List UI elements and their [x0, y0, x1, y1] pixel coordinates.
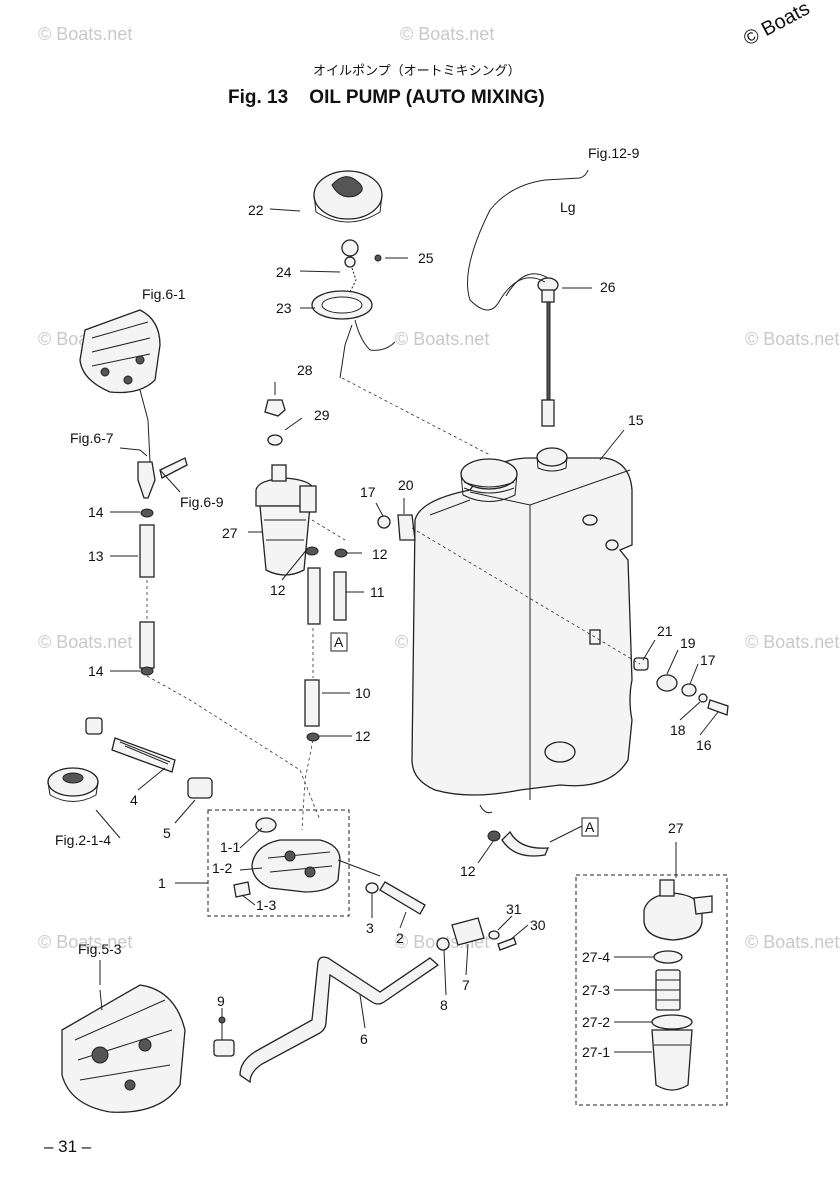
callout-11: 11	[370, 584, 385, 600]
part-9	[213, 1016, 235, 1057]
box-a-left: A	[330, 632, 348, 652]
ref-fig6-1: Fig.6-1	[142, 286, 186, 302]
callout-27-2: 27-2	[582, 1014, 610, 1030]
part-24	[341, 239, 359, 317]
callout-12: 12	[460, 863, 476, 879]
callout-15: 15	[628, 412, 644, 428]
page-title: Fig. 13 OIL PUMP (AUTO MIXING)	[228, 87, 545, 108]
ref-fig6-9: Fig.6-9	[180, 494, 224, 510]
watermark: © Boats.net	[745, 632, 839, 652]
callout-19: 19	[680, 635, 696, 651]
ref-fig6-7: Fig.6-7	[70, 430, 114, 446]
ref-lg: Lg	[560, 199, 576, 215]
callout-16: 16	[696, 737, 712, 753]
ref-fig2-1-4: Fig.2-1-4	[55, 832, 111, 848]
title-japanese: オイルポンプ（オートミキシング）	[313, 64, 521, 79]
callout-13: 13	[88, 548, 104, 564]
callout-22: 22	[248, 202, 264, 218]
callout-12: 12	[372, 546, 388, 562]
box-a-label: A	[585, 819, 595, 835]
ref-fig12-9: Fig.12-9	[588, 145, 640, 161]
callout-17: 17	[700, 652, 716, 668]
callout-8: 8	[440, 997, 448, 1013]
callout-30: 30	[530, 917, 546, 933]
ref-fig5-3: Fig.5-3	[78, 941, 122, 957]
callout-20: 20	[398, 477, 414, 493]
parts-28-29	[264, 399, 286, 446]
callout-21: 21	[657, 623, 673, 639]
callout-14: 14	[88, 504, 104, 520]
callout-12: 12	[270, 582, 286, 598]
watermark: © Boats.net	[38, 24, 132, 44]
part-27-filter	[255, 464, 317, 576]
part-23-gasket	[311, 290, 373, 320]
watermark-corner: © Boats	[740, 0, 813, 50]
callout-27-4: 27-4	[582, 949, 610, 965]
parts-21-to-16	[633, 657, 729, 716]
callout-7: 7	[462, 977, 470, 993]
hoses	[301, 546, 348, 831]
watermarks: © Boats.net © Boats.net © Boats.net © Bo…	[38, 0, 839, 952]
parts-4-5	[47, 717, 213, 802]
callout-29: 29	[314, 407, 330, 423]
box-a-label: A	[334, 634, 344, 650]
pump-assembly-box	[207, 809, 350, 917]
callout-1: 1	[158, 875, 166, 891]
callout-24: 24	[276, 264, 292, 280]
callout-27-3: 27-3	[582, 982, 610, 998]
box-a-right: A	[581, 817, 599, 837]
callout-27-1: 27-1	[582, 1044, 610, 1060]
oil-tank	[411, 447, 633, 814]
part-26-sensor	[467, 169, 589, 427]
filter-exploded-box	[575, 874, 728, 1106]
callout-2: 2	[396, 930, 404, 946]
callout-27: 27	[668, 820, 684, 836]
part-6-hose	[239, 956, 440, 1084]
watermark: © Boats.net	[400, 24, 494, 44]
callout-28: 28	[297, 362, 313, 378]
parts-17-20	[377, 514, 416, 541]
hose-13-14	[137, 457, 321, 821]
callout-25: 25	[418, 250, 434, 266]
watermark: © Boats.net	[745, 329, 839, 349]
callout-31: 31	[506, 901, 522, 917]
parts-2-3-7-8	[365, 881, 517, 951]
watermark: © Boats.net	[38, 632, 132, 652]
callout-23: 23	[276, 300, 292, 316]
engine-component-fig6-1	[79, 309, 161, 463]
callout-1-2: 1-2	[212, 860, 232, 876]
part-22-cap	[313, 170, 383, 223]
part-27-exploded	[643, 879, 713, 1091]
watermark: © Boats.net	[395, 329, 489, 349]
callout-6: 6	[360, 1031, 368, 1047]
callout-18: 18	[670, 722, 686, 738]
engine-component-fig5-3	[61, 984, 186, 1113]
watermark: © Boats.net	[745, 932, 839, 952]
page-number: – 31 –	[44, 1137, 92, 1156]
callout-27: 27	[222, 525, 238, 541]
callout-26: 26	[600, 279, 616, 295]
callout-1-3: 1-3	[256, 897, 276, 913]
callout-3: 3	[366, 920, 374, 936]
part-1-oil-pump	[233, 817, 381, 898]
callout-4: 4	[130, 792, 138, 808]
callout-14: 14	[88, 663, 104, 679]
callout-1-1: 1-1	[220, 839, 240, 855]
callout-12: 12	[355, 728, 371, 744]
callout-9: 9	[217, 993, 225, 1009]
callout-17: 17	[360, 484, 376, 500]
callouts: 22 25 24 23 26 28 29 27 15 17 20 12 12 1…	[88, 202, 716, 1060]
callout-10: 10	[355, 685, 371, 701]
leader-lines	[95, 208, 719, 1053]
watermark: © Boats.net	[38, 932, 132, 952]
callout-5: 5	[163, 825, 171, 841]
